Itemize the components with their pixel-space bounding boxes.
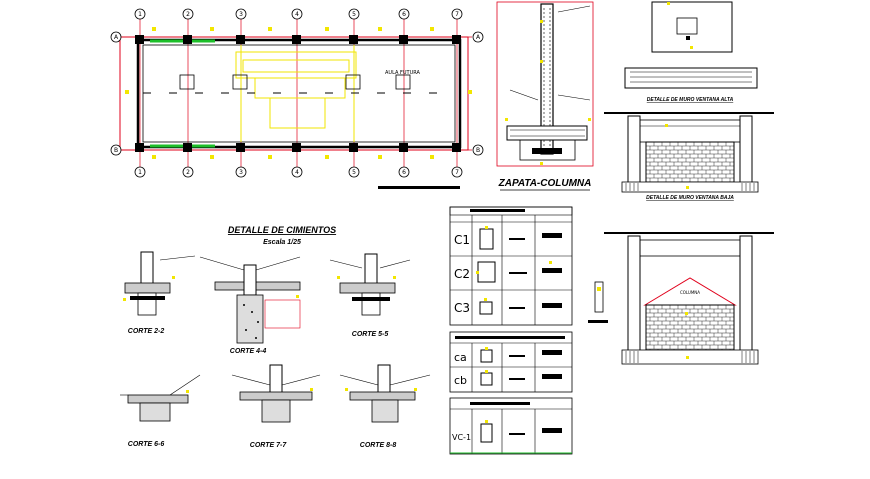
corte-6-6-label: CORTE 6-6 bbox=[128, 441, 165, 448]
axis-3-label: 3 bbox=[239, 11, 243, 18]
cimientos-title: DETALLE DE CIMIENTOS bbox=[228, 225, 336, 235]
axis-7-label-bottom: 7 bbox=[455, 169, 459, 176]
columns-table: C1 C2 C3 bbox=[449, 206, 573, 326]
corte-7-7-drawing: CORTE 7-7 bbox=[231, 364, 321, 449]
corte-4-4-drawing: CORTE 4-4 bbox=[199, 256, 301, 355]
beam-type-cb: cb bbox=[454, 374, 467, 387]
axis-4-label: 4 bbox=[295, 11, 299, 18]
axis-bubbles: 1 2 3 4 5 6 7 1 2 3 4 5 6 7 A B A B bbox=[110, 8, 484, 178]
corte-8-8-drawing: CORTE 8-8 bbox=[339, 364, 431, 449]
axis-b-label: B bbox=[114, 147, 118, 154]
corte-5-5-drawing: CORTE 5-5 bbox=[329, 253, 411, 338]
axis-1-label: 1 bbox=[138, 11, 142, 18]
corte-2-2-label: CORTE 2-2 bbox=[128, 328, 165, 335]
axis-7-label: 7 bbox=[455, 11, 459, 18]
muro-ventana-baja: COLUMNA bbox=[588, 232, 774, 365]
axis-3-label-bottom: 3 bbox=[239, 169, 243, 176]
axis-2-label: 2 bbox=[186, 11, 190, 18]
axis-b-label-right: B bbox=[476, 147, 480, 154]
axis-a-label-right: A bbox=[476, 34, 481, 41]
axis-5-label: 5 bbox=[352, 11, 356, 18]
corte-5-5-label: CORTE 5-5 bbox=[352, 331, 389, 338]
ventana-baja-title: DETALLE DE MURO VENTANA BAJA bbox=[646, 195, 734, 201]
zapata-columna-title: ZAPATA-COLUMNA bbox=[498, 178, 592, 189]
beam-type-ca: ca bbox=[454, 351, 467, 364]
axis-4-label-bottom: 4 bbox=[295, 169, 299, 176]
ventana-alta-title: DETALLE DE MURO VENTANA ALTA bbox=[647, 97, 734, 103]
column-type-c3: C3 bbox=[454, 301, 470, 315]
column-type-c1: C1 bbox=[454, 233, 470, 247]
vigas-table: VC-1 bbox=[449, 397, 573, 455]
corte-2-2-drawing: CORTE 2-2 bbox=[123, 251, 196, 335]
beams-table: ca cb bbox=[449, 331, 573, 393]
foundation-plan: 1 2 3 4 5 6 7 1 2 3 4 5 6 7 A B A B AULA… bbox=[110, 8, 484, 189]
cimientos-scale: Escala 1/25 bbox=[263, 239, 301, 246]
corte-8-8-label: CORTE 8-8 bbox=[360, 442, 397, 449]
axis-1-label-bottom: 1 bbox=[138, 169, 142, 176]
axis-6-label-bottom: 6 bbox=[402, 169, 406, 176]
axis-a-label: A bbox=[114, 34, 119, 41]
columna-label: COLUMNA bbox=[680, 290, 700, 295]
axis-5-label-bottom: 5 bbox=[352, 169, 356, 176]
corte-7-7-label: CORTE 7-7 bbox=[250, 442, 288, 449]
axis-6-label: 6 bbox=[402, 11, 406, 18]
column-type-c2: C2 bbox=[454, 267, 470, 281]
room-label: AULA FUTURA bbox=[385, 70, 421, 76]
detalle-cimientos: DETALLE DE CIMIENTOS Escala 1/25 CORTE 2… bbox=[120, 225, 431, 449]
corte-4-4-label: CORTE 4-4 bbox=[230, 348, 267, 355]
viga-type-vc1: VC-1 bbox=[452, 433, 471, 442]
axis-2-label-bottom: 2 bbox=[186, 169, 190, 176]
zapata-columna-detail: ZAPATA-COLUMNA bbox=[496, 1, 594, 191]
corte-6-6-drawing: CORTE 6-6 bbox=[120, 374, 201, 448]
muro-ventana-alta: DETALLE DE MURO VENTANA ALTA DETALLE DE … bbox=[604, 1, 774, 201]
